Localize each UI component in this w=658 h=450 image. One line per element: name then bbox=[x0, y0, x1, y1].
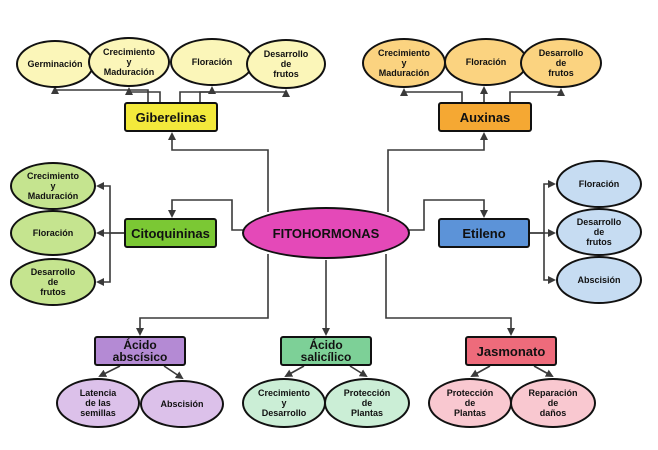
giberelinas-effect-desarrollo: Desarrollo de frutos bbox=[246, 39, 326, 89]
connector-line bbox=[533, 365, 554, 377]
citoquininas-effect-crecimiento: Crecimiento y Maduración bbox=[10, 162, 96, 210]
connector-line bbox=[168, 132, 269, 212]
connector-line bbox=[125, 87, 161, 102]
hormone-acido-salicilico: Ácido salicílico bbox=[280, 336, 372, 366]
giberelinas-effect-crecimiento: Crecimiento y Maduración bbox=[88, 37, 170, 87]
connector-line bbox=[168, 199, 252, 231]
jasmonato-effect-reparacion: Reparación de daños bbox=[510, 378, 596, 428]
giberelinas-effect-germinacion: Germinación bbox=[16, 40, 94, 88]
connector-line bbox=[199, 89, 290, 102]
etileno-effect-floracion: Floración bbox=[556, 160, 642, 208]
abscisico-effect-abscision: Abscisión bbox=[140, 380, 224, 428]
hormone-acido-abscisico: Ácido abscísico bbox=[94, 336, 186, 366]
hormone-giberelinas: Giberelinas bbox=[124, 102, 218, 132]
connector-line bbox=[543, 233, 556, 284]
auxinas-effect-crecimiento: Crecimiento y Maduración bbox=[362, 38, 446, 88]
hormone-etileno: Etileno bbox=[438, 218, 530, 248]
connector-line bbox=[163, 365, 184, 380]
jasmonato-effect-proteccion: Protección de Plantas bbox=[428, 378, 512, 428]
connector-line bbox=[470, 365, 491, 377]
connector-line bbox=[136, 254, 269, 336]
salicilico-effect-proteccion: Protección de Plantas bbox=[324, 378, 410, 428]
connector-line bbox=[96, 182, 124, 234]
auxinas-effect-desarrollo: Desarrollo de frutos bbox=[520, 38, 602, 88]
abscisico-effect-latencia: Latencia de las semillas bbox=[56, 378, 140, 428]
hormone-citoquininas: Citoquininas bbox=[124, 218, 217, 248]
center-node-fitohormonas: FITOHORMONAS bbox=[242, 207, 410, 259]
citoquininas-effect-floracion: Floración bbox=[10, 210, 96, 256]
connector-line bbox=[509, 88, 565, 102]
connector-line bbox=[402, 199, 488, 231]
connector-line bbox=[400, 88, 463, 102]
connector-line bbox=[96, 233, 111, 286]
connector-line bbox=[179, 86, 216, 102]
giberelinas-effect-floracion: Floración bbox=[170, 38, 254, 86]
connector-line bbox=[387, 132, 488, 212]
salicilico-effect-crecimiento: Crecimiento y Desarrollo bbox=[242, 378, 326, 428]
etileno-effect-abscision: Abscisión bbox=[556, 256, 642, 304]
connector-line bbox=[284, 365, 305, 377]
connector-line bbox=[349, 365, 368, 378]
connector-line bbox=[55, 89, 149, 102]
hormone-auxinas: Auxinas bbox=[438, 102, 532, 132]
connector-line bbox=[385, 254, 515, 336]
hormone-jasmonato: Jasmonato bbox=[465, 336, 557, 366]
etileno-effect-desarrollo: Desarrollo de frutos bbox=[556, 208, 642, 256]
auxinas-effect-floracion: Floración bbox=[444, 38, 528, 86]
connector-line bbox=[530, 180, 556, 234]
connector-line bbox=[98, 365, 121, 377]
citoquininas-effect-desarrollo: Desarrollo de frutos bbox=[10, 258, 96, 306]
